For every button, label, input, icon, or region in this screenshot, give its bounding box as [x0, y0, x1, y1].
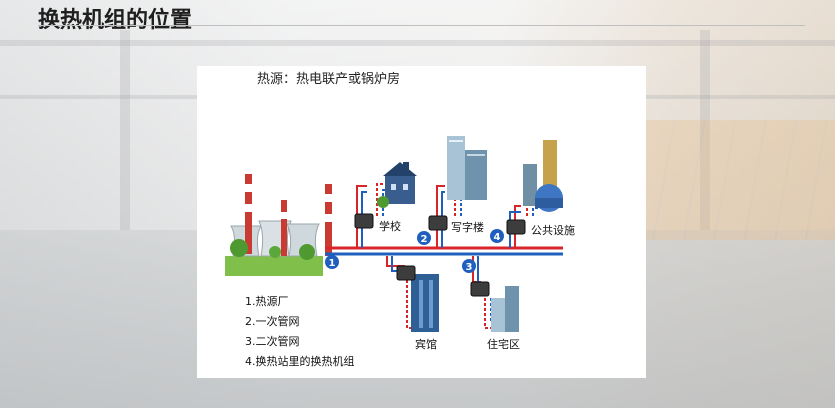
- page-title: 换热机组的位置: [38, 8, 193, 33]
- tree: [269, 246, 281, 258]
- legend-item: 1.热源厂: [245, 295, 289, 308]
- legend-item: 3.二次管网: [245, 335, 300, 348]
- legend-item: 4.换热站里的换热机组: [245, 355, 355, 368]
- marker-2-label: 2: [421, 234, 428, 245]
- public-facility-building: [523, 140, 563, 212]
- office-building: [447, 136, 487, 200]
- marker-1: [325, 255, 339, 269]
- marker-1-label: 1: [329, 258, 336, 269]
- residential-label: 住宅区: [487, 338, 520, 351]
- chimney: [245, 174, 252, 254]
- marker-group: 1 2 3 4: [325, 229, 504, 273]
- legend-item: 2.一次管网: [245, 315, 300, 328]
- diagram-panel: 1 2 3 4 热源：热电联产或锅炉房 学校 写字楼 公共设施 宾馆 住宅区 1…: [197, 66, 646, 378]
- diagram-heading: 热源：热电联产或锅炉房: [257, 72, 401, 87]
- marker-3: [462, 259, 476, 273]
- marker-4: [490, 229, 504, 243]
- background-beam: [0, 40, 835, 46]
- legend: 1.热源厂 2.一次管网 3.二次管网 4.换热站里的换热机组: [245, 292, 355, 372]
- background-column: [120, 30, 130, 230]
- office-label: 写字楼: [451, 221, 484, 234]
- hotel-building: [411, 274, 439, 332]
- chimney: [281, 200, 287, 256]
- residential-building: [491, 286, 519, 332]
- heat-network-diagram: 1 2 3 4: [225, 136, 563, 332]
- ground: [225, 256, 323, 276]
- school-label: 学校: [379, 220, 401, 233]
- background-floor-tiles: [645, 120, 835, 240]
- hotel-label: 宾馆: [415, 338, 437, 351]
- public-facility-label: 公共设施: [531, 224, 575, 237]
- marker-4-label: 4: [494, 232, 501, 243]
- school-building: [377, 162, 417, 208]
- title-divider: [38, 25, 805, 26]
- marker-3-label: 3: [466, 262, 473, 273]
- tree: [299, 244, 315, 260]
- heat-exchanger-units: [354, 213, 526, 297]
- marker-2: [417, 231, 431, 245]
- background-column: [700, 30, 710, 230]
- tree: [230, 239, 248, 257]
